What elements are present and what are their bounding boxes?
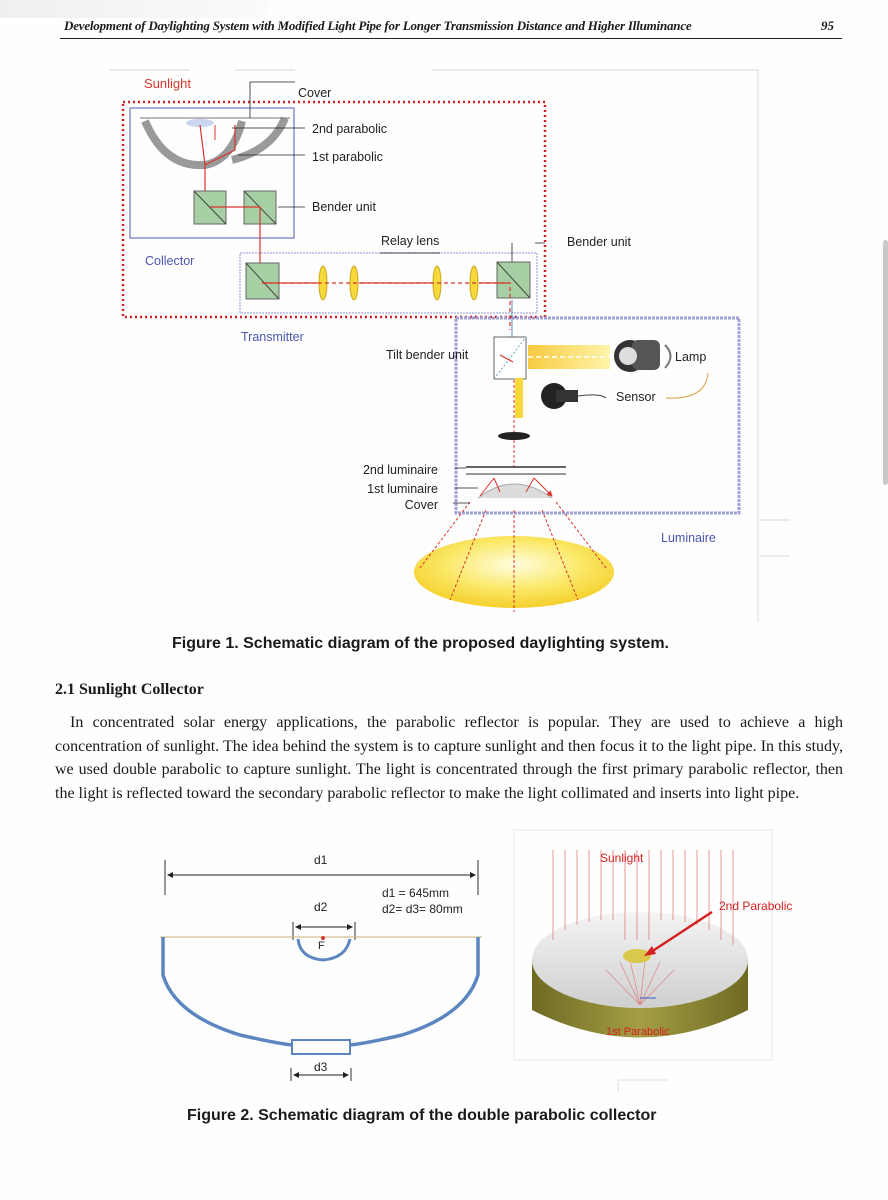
running-header: Development of Daylighting System with M… [60, 16, 842, 39]
label-luminaire: Luminaire [661, 531, 716, 545]
running-title: Development of Daylighting System with M… [64, 18, 692, 33]
figure-1-diagram: Sunlight Cover 2nd parabolic 1st parabol… [110, 69, 790, 622]
section-paragraph: In concentrated solar energy application… [55, 714, 843, 802]
label-sensor: Sensor [616, 390, 656, 404]
section-heading: 2.1 Sunlight Collector [55, 681, 204, 698]
render-sunlight-label: Sunlight [600, 851, 644, 865]
figure-2-cross-section: d1 d2 F d1 = 645mm d2= d3= 80mm d3 [160, 853, 482, 1081]
label-cover-top: Cover [298, 86, 331, 100]
figure-1-caption: Figure 1. Schematic diagram of the propo… [172, 635, 669, 652]
dim-d3-label: d3 [314, 1060, 328, 1074]
dim-d1-label: d1 [314, 853, 328, 867]
label-lamp: Lamp [675, 350, 706, 364]
label-relay-lens: Relay lens [381, 234, 439, 248]
label-transmitter: Transmitter [241, 330, 304, 344]
scrollbar[interactable] [883, 240, 888, 485]
label-cover-bottom: Cover [405, 498, 438, 512]
page-number: 95 [821, 18, 834, 33]
label-2nd-luminaire: 2nd luminaire [363, 463, 438, 477]
figure-2-caption: Figure 2. Schematic diagram of the doubl… [187, 1107, 657, 1124]
dim-d2-label: d2 [314, 900, 328, 914]
focus-label: F [318, 940, 325, 952]
label-bender-unit-left: Bender unit [312, 200, 376, 214]
render-1st-parabolic-label: 1st Parabolic [606, 1026, 670, 1038]
label-sunlight: Sunlight [144, 76, 191, 91]
dims-line-1: d1 = 645mm [382, 886, 449, 900]
figure-2-3d-render: Sunlight 2nd Parabolic 1st Parabolic [513, 829, 792, 1092]
page-corner-shadow [0, 0, 270, 18]
label-tilt-bender-unit: Tilt bender unit [386, 348, 469, 362]
label-1st-parabolic: 1st parabolic [312, 150, 383, 164]
label-2nd-parabolic: 2nd parabolic [312, 122, 387, 136]
render-2nd-parabolic-label: 2nd Parabolic [719, 899, 792, 913]
label-1st-luminaire: 1st luminaire [367, 482, 438, 496]
dims-line-2: d2= d3= 80mm [382, 902, 463, 916]
label-collector: Collector [145, 254, 194, 268]
label-bender-unit-right: Bender unit [567, 235, 631, 249]
